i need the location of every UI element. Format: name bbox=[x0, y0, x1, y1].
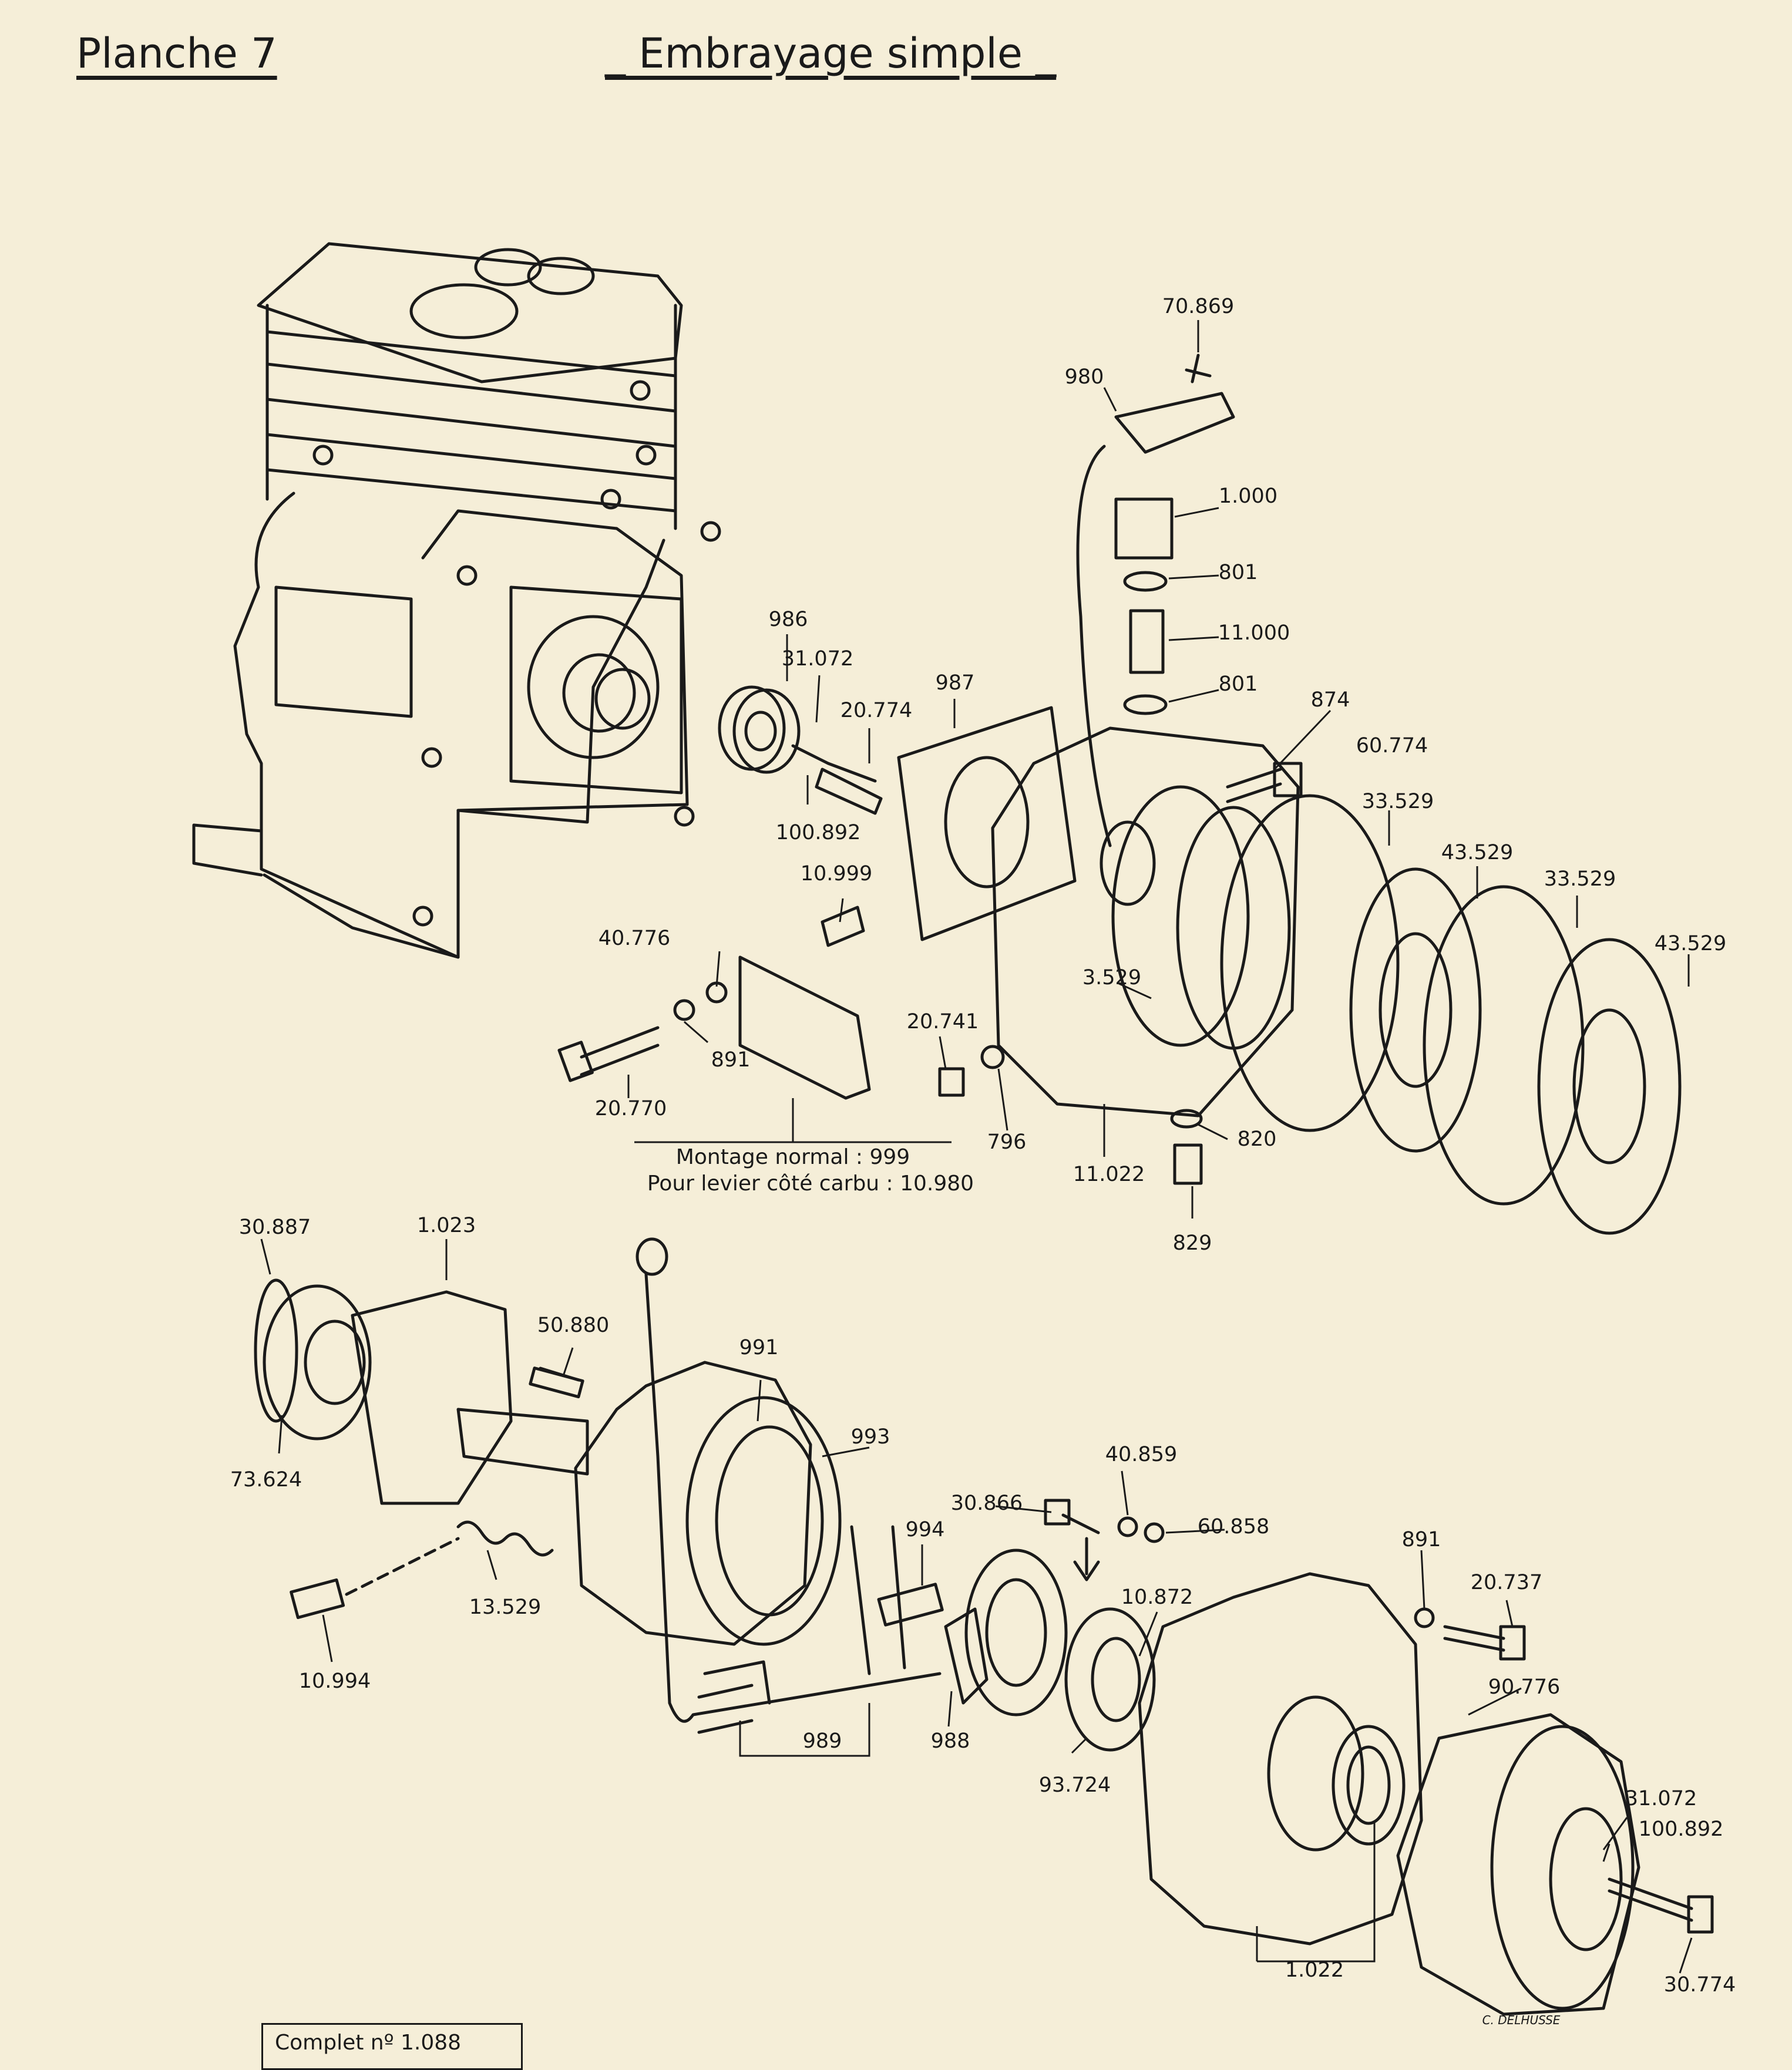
engine-block bbox=[192, 242, 721, 959]
part-label: 60.858 bbox=[1197, 1515, 1270, 1539]
part-label: 874 bbox=[1310, 688, 1350, 712]
montage-note: Montage normal : 999 bbox=[675, 1145, 910, 1169]
part-label: 11.000 bbox=[1218, 621, 1290, 645]
part-label: 891 bbox=[711, 1048, 751, 1072]
part-label: 31.072 bbox=[1625, 1787, 1697, 1810]
part-label: 987 bbox=[935, 671, 975, 695]
bolt bbox=[580, 1026, 660, 1076]
part-label: 801 bbox=[1218, 672, 1258, 696]
part-label: 50.880 bbox=[537, 1314, 610, 1337]
primary-gear bbox=[718, 685, 883, 815]
part-label: 801 bbox=[1218, 561, 1258, 584]
part-label: 43.529 bbox=[1654, 932, 1727, 955]
part-label: 1.023 bbox=[416, 1214, 476, 1237]
part-label: 30.774 bbox=[1663, 1973, 1736, 1997]
bush bbox=[821, 906, 865, 947]
release-cover bbox=[574, 1361, 842, 1646]
part-label: 989 bbox=[802, 1729, 842, 1753]
part-label: 993 bbox=[850, 1425, 890, 1449]
part-label: 73.624 bbox=[230, 1468, 302, 1492]
part-label: 988 bbox=[930, 1729, 970, 1753]
part-label: 986 bbox=[768, 608, 808, 631]
part-label: 829 bbox=[1172, 1231, 1212, 1255]
clutch-drum bbox=[1396, 1713, 1640, 2016]
part-label: 20.737 bbox=[1470, 1571, 1543, 1594]
part-label: 10.872 bbox=[1121, 1586, 1193, 1609]
clutch-housing bbox=[991, 726, 1300, 1118]
part-label: 1.000 bbox=[1218, 484, 1278, 508]
part-label: 10.999 bbox=[800, 862, 873, 886]
plate-number: Planche 7 bbox=[76, 29, 277, 78]
part-label: 13.529 bbox=[469, 1596, 542, 1619]
cap-plate bbox=[1114, 392, 1235, 454]
part-label: 40.859 bbox=[1105, 1443, 1178, 1466]
part-label: 1.022 bbox=[1285, 1958, 1344, 1982]
part-label: 20.770 bbox=[594, 1097, 667, 1120]
part-label: 90.776 bbox=[1488, 1675, 1561, 1699]
clutch-disc-1 bbox=[1220, 794, 1400, 1132]
clutch-disc-2 bbox=[1349, 867, 1482, 1153]
part-label: 33.529 bbox=[1361, 790, 1434, 813]
part-label: 20.774 bbox=[840, 699, 913, 722]
part-label: 30.866 bbox=[950, 1492, 1023, 1515]
lock-plate bbox=[738, 955, 871, 1100]
part-label: 100.892 bbox=[775, 821, 861, 844]
part-label: 796 bbox=[987, 1130, 1027, 1154]
part-label: 891 bbox=[1401, 1528, 1441, 1551]
clutch-disc-4 bbox=[1537, 938, 1682, 1235]
part-label: 991 bbox=[739, 1336, 779, 1359]
part-label: 40.776 bbox=[598, 927, 671, 950]
part-label: 100.892 bbox=[1638, 1817, 1724, 1841]
clutch-lever bbox=[636, 1237, 942, 1734]
outer-cover bbox=[1138, 1572, 1423, 1946]
part-label: 980 bbox=[1064, 365, 1104, 389]
part-label: 31.072 bbox=[781, 647, 854, 671]
clutch-disc-3 bbox=[1423, 885, 1585, 1206]
part-label: 33.529 bbox=[1544, 867, 1616, 891]
part-label: 70.869 bbox=[1162, 295, 1235, 318]
part-label: 93.724 bbox=[1038, 1773, 1111, 1797]
part-label: 11.022 bbox=[1072, 1163, 1145, 1186]
part-label: 60.774 bbox=[1356, 734, 1428, 758]
complete-number-box: Complet nº 1.088 bbox=[261, 2023, 523, 2070]
lever-note: Pour levier côté carbu : 10.980 bbox=[647, 1172, 974, 1196]
part-label: 20.741 bbox=[906, 1010, 979, 1034]
part-label: 820 bbox=[1237, 1127, 1277, 1151]
part-label: 10.994 bbox=[298, 1670, 371, 1693]
part-label: 3.529 bbox=[1082, 966, 1142, 989]
part-label: 30.887 bbox=[238, 1216, 311, 1239]
part-label: 43.529 bbox=[1441, 841, 1514, 864]
part-label: 994 bbox=[905, 1518, 945, 1541]
gasket bbox=[897, 706, 1077, 941]
plate-title: _ Embrayage simple _ bbox=[605, 29, 1057, 78]
artist-signature: C. DELHUSSE bbox=[1482, 2013, 1561, 2027]
